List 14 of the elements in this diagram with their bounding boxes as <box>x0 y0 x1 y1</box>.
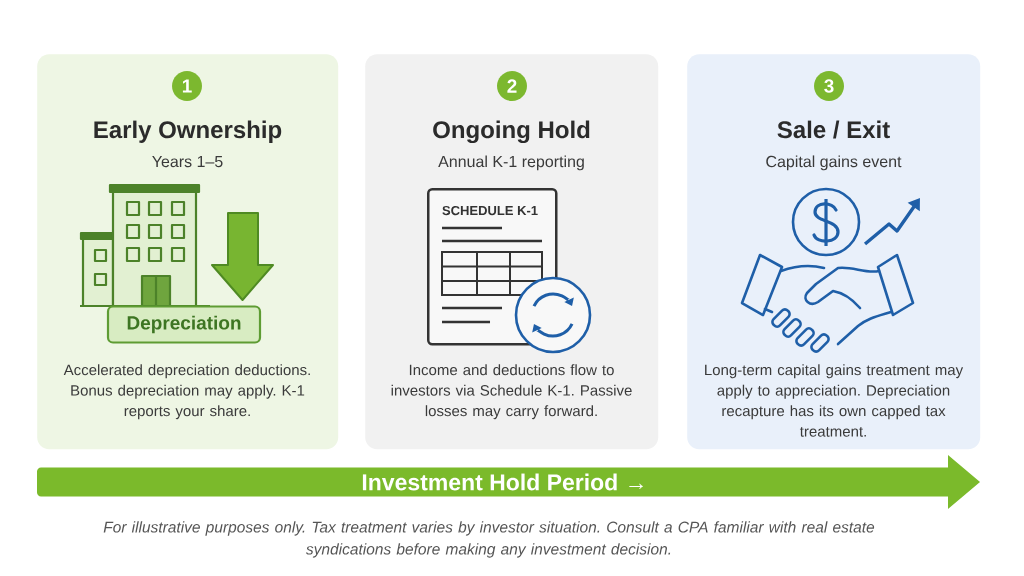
stage-title: Sale / Exit <box>777 120 890 139</box>
label-box: Depreciation <box>106 305 262 344</box>
number-badge: 3 <box>814 71 844 101</box>
stage-subtitle: Years 1–5 <box>152 156 223 168</box>
stage-description: Accelerated depreciation deductions. Bonus depreciation may apply. K-1 reports your share. <box>63 364 310 420</box>
number-badge: 2 <box>497 71 527 101</box>
stage-subtitle: Capital gains event <box>766 155 902 171</box>
stage-title: Early Ownership <box>94 120 282 143</box>
stage-title: Ongoing Hold <box>433 120 590 144</box>
number-badge: 1 <box>172 71 202 101</box>
stage-description: Income and deductions flow to investors via Schedule K-1. Passive losses may carry forward. <box>391 364 632 420</box>
stage-description: Long-term capital gains treatment may apply to appreciation. Depreciation recapture has its own capped tax treatment. <box>705 364 964 437</box>
stage-subtitle: Annual K-1 reporting <box>438 155 584 171</box>
disclaimer-note: For illustrative purposes only. Tax treatment varies by investor situation. Consult a CPA familiar with real estate syndications before making any investment decision. <box>103 521 875 558</box>
